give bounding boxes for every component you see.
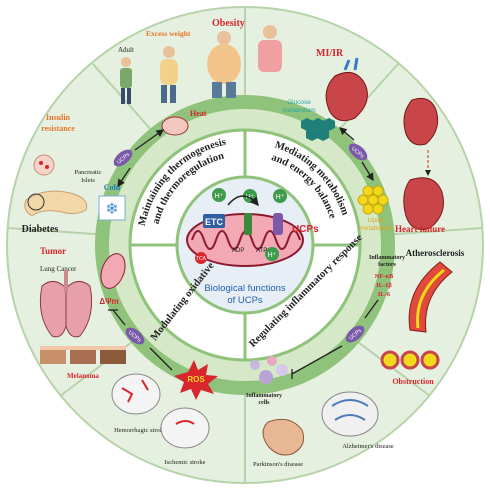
svg-text:Heart failure: Heart failure — [395, 224, 445, 234]
svg-text:metabolism: metabolism — [282, 107, 315, 114]
ring-cold: ❄ Cold — [98, 183, 126, 221]
svg-text:Pancreatic: Pancreatic — [74, 169, 101, 176]
sector-mi-ir: MI/IR — [258, 25, 368, 122]
svg-text:Tumor: Tumor — [40, 246, 66, 256]
svg-text:❄: ❄ — [105, 201, 118, 218]
svg-text:Lipids: Lipids — [368, 217, 386, 224]
svg-text:cells: cells — [259, 400, 271, 406]
svg-text:Excess weight: Excess weight — [146, 29, 191, 38]
svg-text:Obstruction: Obstruction — [392, 377, 434, 386]
sector-strokes: Hemorrhagic stroke Ischemic stroke — [111, 373, 210, 466]
vessel-cross-sections — [380, 350, 440, 370]
ring-glucose: Glucose metabolism — [282, 99, 335, 141]
svg-text:ΔΨm: ΔΨm — [99, 297, 118, 306]
atp-synthase — [244, 213, 252, 235]
svg-text:Cold: Cold — [104, 183, 121, 192]
pancreatic-islets-icon — [33, 154, 55, 176]
svg-text:H⁺: H⁺ — [215, 193, 224, 200]
sector-alzheimers: Alzheimer's disease — [321, 391, 394, 450]
svg-text:Heat: Heat — [190, 109, 207, 118]
ring-inflammatory-cells: Inflammatory cells — [246, 356, 288, 406]
svg-text:Alzheimer's disease: Alzheimer's disease — [342, 443, 394, 450]
person-adult — [120, 57, 132, 104]
svg-text:IL-1β: IL-1β — [376, 282, 392, 289]
ucps-label: UCPs — [292, 224, 319, 235]
svg-text:Parkinson's disease: Parkinson's disease — [253, 461, 303, 468]
svg-text:Melanoma: Melanoma — [67, 372, 99, 380]
ring-lines — [108, 127, 379, 379]
svg-text:Inflammatory: Inflammatory — [246, 393, 282, 399]
sector-parkinsons: Parkinson's disease — [253, 418, 305, 468]
ring-inflammatory-factors: Inflammatory factors NF-κB IL-1β IL-6 — [369, 255, 405, 298]
lungs-illustration — [39, 270, 93, 338]
svg-text:IL-6: IL-6 — [378, 291, 391, 298]
svg-text:Islets: Islets — [81, 177, 95, 184]
svg-text:MI/IR: MI/IR — [316, 48, 344, 59]
sector-obesity: Obesity Excess weight Adult — [118, 18, 245, 104]
center-title-1: Biological functions — [204, 283, 286, 294]
skin-layers — [40, 346, 126, 364]
ucps-badges: UCPs UCPs UCPs UCPs — [113, 143, 368, 345]
ring-mito-potential: ΔΨm — [99, 253, 126, 306]
svg-text:TCA: TCA — [196, 256, 207, 262]
svg-text:Ischemic stroke: Ischemic stroke — [165, 459, 206, 466]
ring-lipids: Lipids metabolism — [357, 185, 393, 232]
quadrant-dividers — [130, 130, 360, 360]
sector-tumor: Tumor Lung Cancer Melanoma — [39, 246, 126, 380]
svg-text:H⁺: H⁺ — [276, 194, 285, 201]
svg-text:resistance: resistance — [41, 124, 75, 133]
person-overweight — [160, 46, 178, 103]
svg-text:Obesity: Obesity — [212, 18, 245, 29]
ucp-channel — [273, 213, 283, 235]
svg-text:Inflammatory: Inflammatory — [369, 255, 405, 261]
svg-text:factors: factors — [378, 262, 396, 268]
proton-arrow — [227, 195, 259, 207]
center-title-2: of UCPs — [227, 295, 263, 306]
adp-label: ADP — [232, 248, 244, 254]
svg-text:Insulin: Insulin — [46, 113, 71, 122]
atp-label: ATP — [256, 248, 267, 254]
svg-text:ETC: ETC — [205, 217, 224, 227]
svg-text:NF-κB: NF-κB — [375, 273, 394, 280]
svg-text:Glucose: Glucose — [287, 99, 311, 106]
svg-text:metabolism: metabolism — [359, 225, 392, 232]
svg-text:Diabetes: Diabetes — [22, 224, 59, 235]
svg-text:Hemorrhagic stroke: Hemorrhagic stroke — [114, 427, 166, 434]
svg-text:Lung Cancer: Lung Cancer — [40, 265, 77, 273]
sector-heart-failure: Heart failure — [395, 97, 445, 234]
person-obese — [207, 31, 241, 98]
svg-text:Atherosclerosis: Atherosclerosis — [406, 248, 465, 258]
sector-atherosclerosis: Atherosclerosis Obstruction — [380, 248, 465, 386]
ring-ros: ROS — [174, 360, 218, 400]
svg-text:H⁺: H⁺ — [268, 252, 277, 259]
ring-heat: Heat — [161, 109, 207, 136]
tca-cycle — [195, 252, 207, 264]
etc-complex — [203, 214, 225, 228]
sector-diabetes: Insulin resistance Pancreatic Islets Dia… — [22, 113, 102, 235]
svg-text:Adult: Adult — [118, 46, 134, 54]
svg-text:ROS: ROS — [187, 375, 205, 384]
